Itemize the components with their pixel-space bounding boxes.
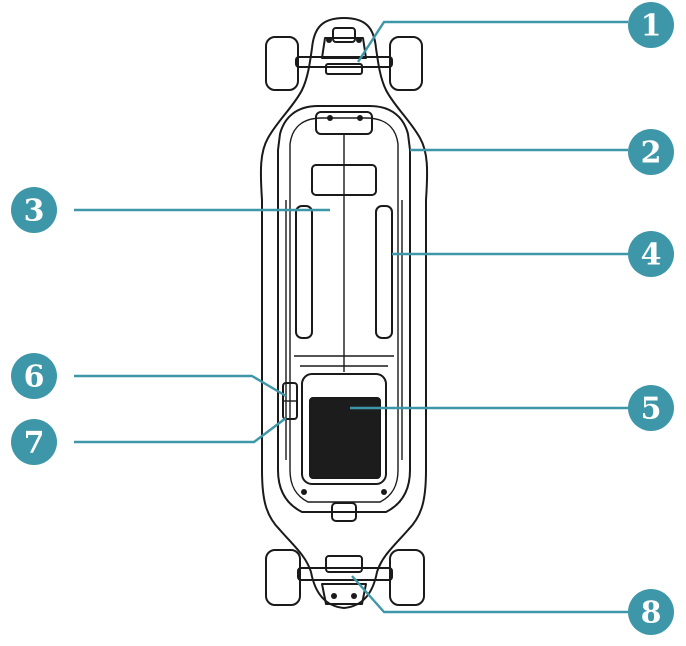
callout-6: 6	[11, 353, 57, 399]
callout-5: 5	[628, 385, 674, 431]
rear-bolt-left	[331, 593, 337, 599]
battery-divider	[294, 355, 394, 367]
callout-4: 4	[628, 231, 674, 277]
rear-right-wheel	[389, 549, 425, 606]
bottom-latch	[331, 502, 357, 522]
callout-4-number: 4	[641, 238, 662, 273]
top-screw-left	[327, 115, 333, 121]
callout-1-number: 1	[641, 9, 662, 44]
left-rail	[295, 205, 313, 339]
bottom-screw-left	[301, 489, 307, 495]
bottom-screw-right	[381, 489, 387, 495]
callout-7: 7	[11, 419, 57, 465]
callout-1: 1	[628, 2, 674, 48]
leader-line-6	[74, 374, 287, 398]
callout-3: 3	[11, 187, 57, 233]
rear-axle	[297, 567, 393, 581]
callout-8: 8	[628, 589, 674, 635]
callout-badges: 1 2 3 4 5 6 7 8	[11, 2, 674, 635]
front-truck-baseplate	[321, 37, 367, 59]
skateboard-illustration	[259, 17, 429, 609]
leader-line-8	[351, 575, 628, 614]
callout-8-number: 8	[641, 596, 662, 631]
front-right-wheel	[389, 36, 423, 91]
front-hanger-block	[325, 63, 363, 75]
leader-line-7	[74, 417, 287, 444]
front-bolt-right	[356, 37, 362, 43]
rear-motor	[325, 555, 363, 573]
deck-outline	[259, 17, 429, 609]
callout-7-number: 7	[24, 426, 45, 461]
leader-line-1	[356, 20, 628, 63]
callout-2-number: 2	[641, 136, 662, 171]
battery-bay	[301, 373, 387, 485]
front-kingpin	[332, 27, 356, 43]
rear-truck-baseplate	[321, 583, 367, 605]
battery-pack	[309, 397, 381, 479]
callout-5-number: 5	[641, 392, 662, 427]
enclosure-outline	[277, 105, 411, 513]
rear-left-wheel	[265, 549, 301, 606]
right-rail	[375, 205, 393, 339]
rear-truck-assembly	[265, 549, 425, 606]
front-bolt-left	[326, 37, 332, 43]
rear-bolt-right	[351, 593, 357, 599]
enclosure-inner-wall	[289, 117, 399, 503]
leader-lines	[74, 20, 628, 614]
callout-2: 2	[628, 129, 674, 175]
callout-6-number: 6	[24, 360, 45, 395]
callout-3-number: 3	[24, 194, 45, 229]
front-left-wheel	[265, 36, 299, 91]
top-screw-right	[357, 115, 363, 121]
top-connector	[315, 111, 373, 135]
front-truck-assembly	[265, 27, 423, 91]
